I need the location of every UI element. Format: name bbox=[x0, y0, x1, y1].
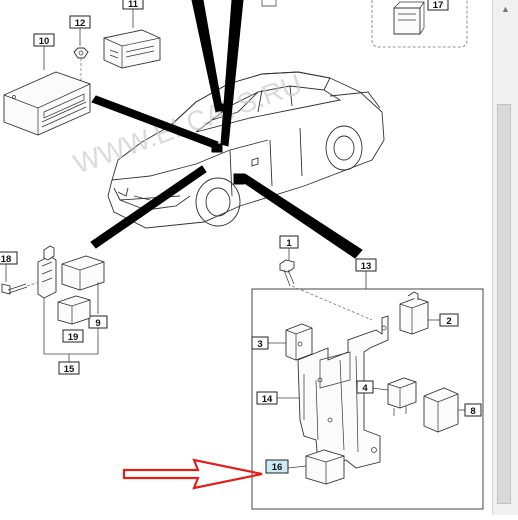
svg-text:14: 14 bbox=[262, 394, 273, 405]
control-unit-part-10 bbox=[3, 71, 91, 136]
svg-text:11: 11 bbox=[128, 0, 139, 10]
triangle-up-icon[interactable]: ▲ bbox=[501, 4, 510, 14]
callout-1: 1 bbox=[279, 235, 299, 249]
relay-part-4 bbox=[387, 377, 417, 416]
svg-text:18: 18 bbox=[1, 254, 12, 265]
nut-part-12 bbox=[73, 47, 89, 82]
callout-11: 11 bbox=[122, 0, 144, 10]
callout-19: 19 bbox=[62, 329, 84, 343]
callout-14: 14 bbox=[256, 391, 278, 405]
svg-text:9: 9 bbox=[95, 318, 100, 329]
callout-15: 15 bbox=[58, 361, 80, 375]
location-leaders bbox=[90, 0, 363, 259]
scrollbar-thumb[interactable] bbox=[497, 104, 511, 504]
callout-9: 9 bbox=[88, 315, 108, 329]
callout-2: 2 bbox=[439, 313, 459, 327]
relay-part-11 bbox=[103, 29, 161, 69]
svg-text:19: 19 bbox=[68, 332, 79, 343]
svg-text:10: 10 bbox=[39, 36, 50, 47]
svg-text:2: 2 bbox=[446, 316, 451, 327]
bolt-part-18 bbox=[1, 281, 41, 295]
relay-part-16 bbox=[305, 449, 345, 485]
callout-13: 13 bbox=[355, 258, 377, 272]
relay-part-17 bbox=[393, 1, 425, 35]
bracket-part bbox=[37, 245, 57, 299]
relay-part-2 bbox=[399, 291, 429, 335]
relay-part-3 bbox=[285, 323, 313, 361]
svg-text:16: 16 bbox=[272, 462, 283, 473]
callout-18: 18 bbox=[0, 251, 18, 265]
fragment-top bbox=[261, 0, 277, 7]
relay-part-8 bbox=[423, 387, 459, 433]
callout-17: 17 bbox=[427, 0, 449, 11]
svg-text:1: 1 bbox=[286, 238, 292, 249]
assembly-frame-13 bbox=[251, 288, 484, 510]
svg-text:13: 13 bbox=[361, 261, 372, 272]
vertical-scrollbar[interactable]: ▲ bbox=[492, 0, 518, 515]
callout-3: 3 bbox=[251, 336, 269, 350]
callout-10: 10 bbox=[33, 33, 55, 47]
highlight-arrow bbox=[122, 458, 263, 490]
svg-text:4: 4 bbox=[362, 383, 368, 394]
callout-4: 4 bbox=[356, 380, 374, 394]
svg-text:12: 12 bbox=[75, 18, 86, 29]
svg-text:3: 3 bbox=[257, 339, 262, 350]
svg-text:17: 17 bbox=[433, 0, 444, 11]
relay-part-9 bbox=[61, 255, 105, 291]
callout-8: 8 bbox=[464, 403, 482, 417]
svg-text:15: 15 bbox=[64, 364, 75, 375]
relay-part-19 bbox=[57, 295, 91, 325]
car-illustration bbox=[107, 71, 385, 229]
callout-12: 12 bbox=[69, 15, 91, 29]
svg-text:8: 8 bbox=[470, 406, 475, 417]
inset-frame-17 bbox=[371, 0, 468, 48]
callout-16: 16 bbox=[265, 459, 289, 474]
screw-part-1 bbox=[279, 259, 373, 321]
